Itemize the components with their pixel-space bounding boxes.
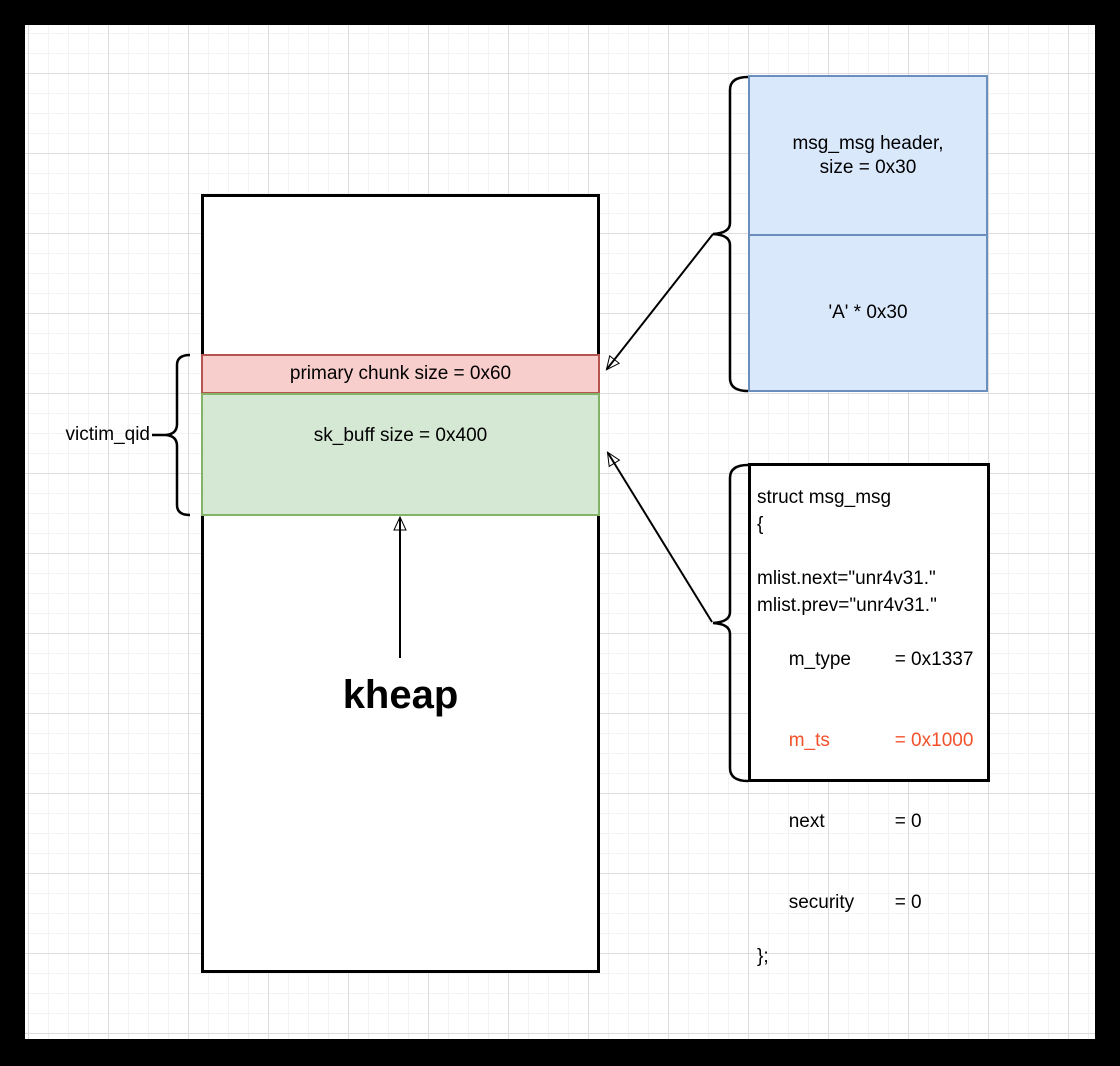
msg-msg-header-cell: msg_msg header, size = 0x30: [750, 77, 986, 236]
msg-msg-header-line2: size = 0x30: [819, 156, 917, 178]
primary-chunk-label: primary chunk size = 0x60: [289, 363, 512, 384]
code-line: {: [757, 514, 764, 535]
msg-msg-header-line1: msg_msg header,: [792, 132, 944, 154]
struct-msg-msg-box: struct msg_msg { mlist.next="unr4v31." m…: [748, 463, 990, 967]
victim-qid-brace: [165, 353, 191, 517]
field-name: security: [788, 892, 855, 913]
sk-buff-band: sk_buff size = 0x400: [201, 393, 600, 516]
arrow-struct-to-sk-buff: [606, 451, 713, 623]
field-name: m_ts: [788, 730, 830, 751]
msg-msg-box: msg_msg header, size = 0x30 'A' * 0x30: [748, 75, 988, 392]
code-line: mlist.prev="unr4v31.": [757, 595, 937, 616]
msg-msg-payload-cell: 'A' * 0x30: [750, 236, 986, 390]
victim-qid-label: victim_qid: [65, 424, 150, 445]
kheap-box: [201, 194, 600, 973]
code-line: security = 0: [757, 862, 983, 943]
field-value: = 0: [894, 892, 922, 913]
struct-box-brace: [712, 463, 749, 783]
sk-buff-label: sk_buff size = 0x400: [313, 425, 488, 446]
kheap-label: kheap: [342, 673, 459, 717]
field-value: = 0x1337: [894, 649, 974, 670]
code-line: struct msg_msg: [757, 487, 892, 508]
arrow-msg-to-primary-chunk: [605, 233, 714, 371]
code-line-highlighted: m_ts = 0x1000: [757, 700, 983, 781]
diagram-canvas: primary chunk size = 0x60 sk_buff size =…: [25, 25, 1095, 1039]
msg-msg-box-brace: [712, 75, 749, 393]
code-line: };: [757, 946, 769, 967]
field-name: next: [788, 811, 825, 832]
field-value: = 0x1000: [894, 730, 974, 751]
field-value: = 0: [894, 811, 922, 832]
code-line: next = 0: [757, 781, 983, 862]
primary-chunk-band: primary chunk size = 0x60: [201, 354, 600, 394]
field-name: m_type: [788, 649, 851, 670]
code-line: mlist.next="unr4v31.": [757, 568, 936, 589]
code-line: [757, 538, 983, 565]
msg-msg-payload-label: 'A' * 0x30: [828, 302, 908, 323]
code-line: m_type = 0x1337: [757, 619, 983, 700]
